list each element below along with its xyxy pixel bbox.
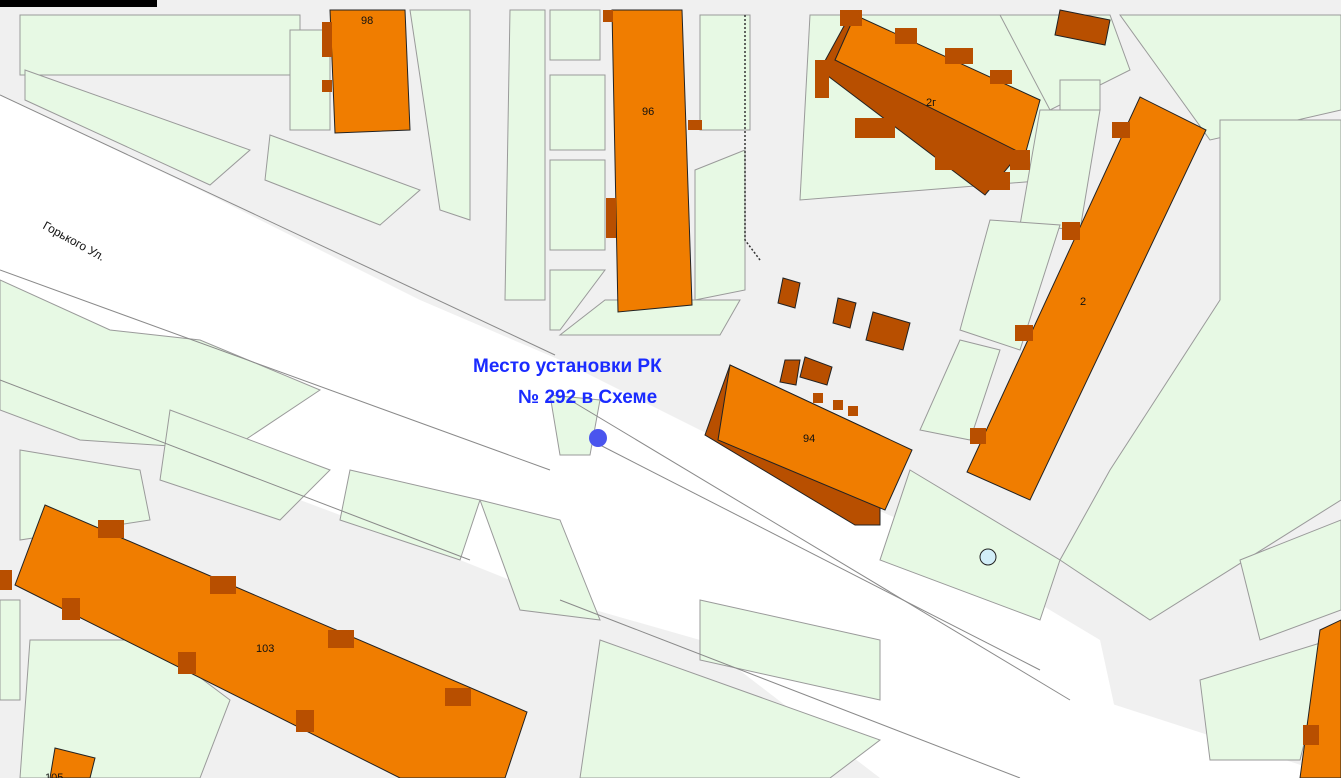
building-94-entrance bbox=[813, 393, 823, 403]
building-2g-number: 2г bbox=[926, 97, 936, 109]
placement-label-line2: № 292 в Схеме bbox=[518, 387, 657, 408]
green-areas bbox=[0, 9, 1341, 778]
building-103-entrance bbox=[210, 576, 236, 594]
building-94-entrance bbox=[848, 406, 858, 416]
building-103-number: 103 bbox=[256, 643, 274, 655]
building-103-entrance bbox=[178, 652, 196, 674]
building-2-entrance bbox=[1015, 325, 1033, 341]
placement-marker-icon[interactable] bbox=[589, 429, 607, 447]
building-94-number: 94 bbox=[803, 433, 815, 445]
building-partial-top bbox=[1054, 9, 1111, 46]
building-98-number: 98 bbox=[361, 15, 373, 27]
building-96-entrance bbox=[606, 198, 616, 238]
pavement-lines bbox=[0, 94, 1071, 778]
building-96-entrance bbox=[603, 10, 613, 22]
building-103 bbox=[14, 504, 528, 778]
building-98-entrance bbox=[322, 80, 332, 92]
garages bbox=[777, 277, 911, 386]
placement-label-line1: Место установки РК bbox=[473, 356, 662, 377]
building-105 bbox=[49, 747, 96, 778]
building-2-number: 2 bbox=[1080, 296, 1086, 308]
building-103-entrance bbox=[98, 520, 124, 538]
building-103-entrance bbox=[296, 710, 314, 732]
building-partial-right-entrance bbox=[1303, 725, 1319, 745]
building-94-entrance bbox=[833, 400, 843, 410]
building-103-entrance bbox=[328, 630, 354, 648]
building-2-entrance bbox=[1112, 122, 1130, 138]
building-2-entrance bbox=[970, 428, 986, 444]
building-103-entrance bbox=[62, 598, 80, 620]
building-2-entrance bbox=[1062, 222, 1080, 240]
building-96 bbox=[611, 9, 693, 313]
building-105-number: 105 bbox=[45, 772, 63, 778]
building-2 bbox=[966, 96, 1207, 501]
hydrant-icon bbox=[979, 548, 997, 566]
fence-line bbox=[744, 15, 761, 261]
corner-tab bbox=[0, 0, 157, 7]
building-98 bbox=[329, 9, 411, 134]
building-96-number: 96 bbox=[642, 106, 654, 118]
building-98-entrance bbox=[322, 22, 332, 57]
buildings-group: 98 96 2г 2 bbox=[0, 9, 1341, 778]
building-94 bbox=[717, 364, 913, 511]
building-103-entrance bbox=[445, 688, 471, 706]
building-103-entrance bbox=[0, 570, 12, 590]
building-2g bbox=[815, 10, 1041, 196]
building-96-entrance bbox=[688, 120, 702, 130]
